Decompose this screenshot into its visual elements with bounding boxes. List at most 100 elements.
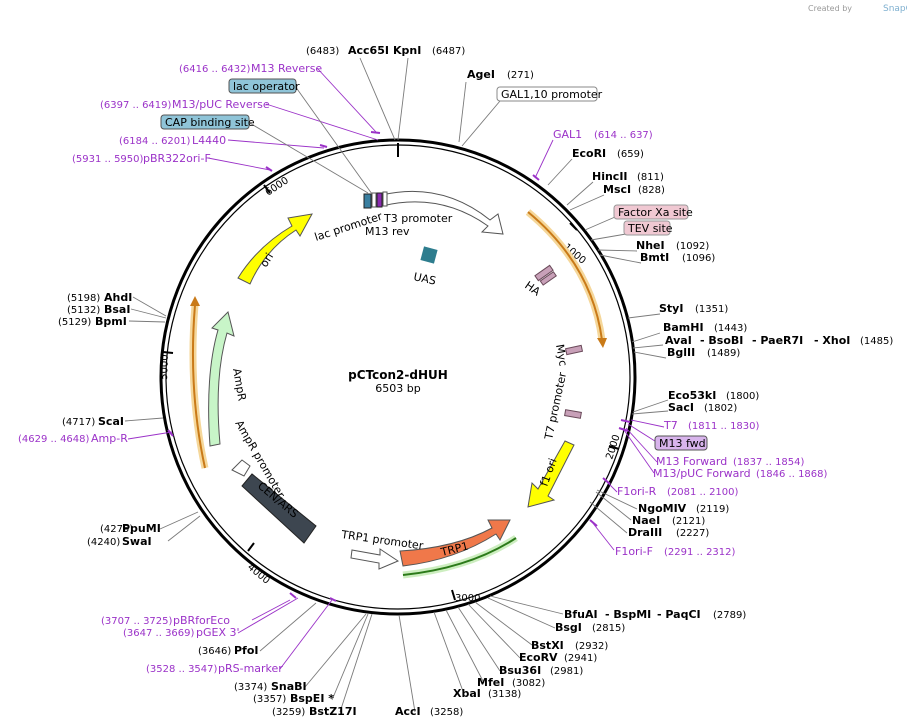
leader-saci [631, 410, 669, 415]
ori-arrow[interactable] [237, 213, 313, 285]
leader-nhei [597, 249, 638, 252]
leader-m13-reverse [316, 67, 377, 133]
enz-styi: StyI [659, 302, 683, 315]
amp-orf-arrow[interactable] [191, 304, 206, 469]
pos-xbai: (3138) [488, 689, 521, 700]
gal1-feature-arrow[interactable] [527, 211, 603, 341]
lac-operator-tag-label: lac operator [233, 80, 300, 93]
leader-t7 [630, 419, 665, 428]
primer-pbrforeco-range: (3707 .. 3725) [101, 616, 173, 627]
primer-f1ori-r-name: F1ori-R [617, 485, 657, 498]
primer-mark-l4440 [319, 144, 328, 148]
enz-bspei: BspEI * [290, 692, 334, 705]
leader-draiii [589, 501, 628, 534]
gal-promoter-tag-label: GAL1,10 promoter [501, 88, 603, 101]
primer-amp-name: Amp-R [91, 432, 128, 445]
ha-tag[interactable] [534, 264, 554, 282]
pos-saci: (1802) [704, 403, 737, 414]
ha-tag-2[interactable] [539, 271, 557, 286]
factor-xa-tag-label: Factor Xa site [618, 206, 693, 219]
enz-naei: NaeI [632, 514, 660, 527]
enz-mfei: MfeI [477, 676, 504, 689]
cap-binding-tag[interactable] [160, 114, 250, 130]
uas-feature[interactable] [420, 246, 438, 264]
pos-acci: (3258) [430, 707, 463, 718]
leader-agei [458, 81, 467, 143]
enz-bsu36i: Bsu36I [499, 664, 541, 677]
primer-pgex-range: (3647 .. 3669) [123, 628, 195, 639]
gal1-arrowhead [597, 338, 607, 348]
pos-scai: (4717) [62, 417, 95, 428]
leader-pbrforeco [251, 599, 291, 621]
tick-label-4000: 4000 [245, 562, 272, 587]
pos-naei: (2121) [672, 516, 705, 527]
f1-ori-arrow[interactable] [527, 440, 575, 508]
cen-ars-feature[interactable] [241, 473, 317, 544]
tev-tag[interactable] [623, 220, 671, 236]
pos-bamhi: (1443) [714, 323, 747, 334]
primer-m13-forward-name: M13 Forward [656, 455, 727, 468]
ampr-arrow[interactable] [208, 311, 235, 447]
factor-xa-tag[interactable] [613, 204, 689, 220]
pos-styi: (1351) [695, 304, 728, 315]
enz-bglii: BglII [667, 346, 695, 359]
enz-bfuai: BfuAI [564, 608, 598, 621]
primer-l4440-range: (6184 .. 6201) [119, 136, 191, 147]
trp1-arrow[interactable] [399, 519, 511, 567]
primer-mark-m13fwd [618, 427, 629, 432]
leader-pfoi [259, 602, 317, 652]
leader-l4440 [227, 139, 325, 149]
pos-bsai: (5132) [67, 305, 100, 316]
primer-prs-range: (3528 .. 3547) [146, 664, 218, 675]
pos-bspei: (3357) [253, 694, 286, 705]
pos-bstz17i: (3259) [272, 707, 305, 718]
enz-ecori: EcoRI [572, 147, 606, 160]
label-ori: ori [258, 251, 277, 270]
m13-fwd-tag-label: M13 fwd [659, 437, 706, 450]
enz-swai: SwaI [122, 535, 152, 548]
primer-m13puc-forward-name: M13/pUC Forward [653, 467, 751, 480]
primer-pbr322-name: pBR322ori-F [143, 152, 211, 165]
leader-cap [247, 121, 369, 194]
m13-rev-feature[interactable] [376, 192, 383, 208]
leader-bmti [599, 254, 642, 264]
tick-1000 [569, 222, 578, 231]
leader-gal1 [534, 139, 554, 179]
leader-bsu36i [457, 606, 501, 672]
label-myc: Myc [553, 343, 570, 367]
tick-4000 [247, 542, 255, 552]
lac-operator-feature[interactable] [363, 193, 372, 209]
m13-fwd-tag[interactable] [654, 435, 708, 451]
trp1-orf-arrow[interactable] [402, 537, 517, 576]
leader-lines [124, 57, 669, 713]
enz-bpmi: BpmI [95, 315, 127, 328]
gal-promoter-arrow[interactable] [377, 191, 504, 235]
primer-mark-f1ori-f [589, 519, 598, 527]
primer-marks [167, 131, 631, 602]
lac-operator-tag[interactable] [228, 78, 297, 94]
myc-tag[interactable] [564, 344, 584, 356]
primer-m13-forward-range: (1837 .. 1854) [733, 457, 805, 468]
ampr-promoter-arrow[interactable] [231, 459, 251, 477]
pos-bstxi: (2932) [575, 641, 608, 652]
leader-xbai [433, 611, 465, 695]
leader-ecorv [467, 603, 521, 659]
primer-f1ori-f-name: F1ori-F [615, 545, 653, 558]
enz-xbai: XbaI [453, 687, 481, 700]
t7-promoter-arrow[interactable] [564, 409, 582, 419]
gal-promoter-tag[interactable] [496, 86, 598, 102]
t3-promoter-feature[interactable] [382, 191, 388, 207]
tick-6000 [263, 184, 271, 194]
lac-promoter-feature[interactable] [371, 192, 377, 208]
primer-f1ori-r-range: (2081 .. 2100) [667, 487, 739, 498]
trp1-promoter-arrow[interactable] [350, 548, 400, 570]
pos-bsu36i: (2981) [550, 666, 583, 677]
label-m13-rev: M13 rev [365, 225, 410, 238]
enz-ppumi: PpuMI [122, 522, 161, 535]
leader-tev [590, 233, 627, 241]
leader-bglii [633, 351, 667, 359]
leader-amp-r [127, 431, 173, 440]
pos-bsgi: (2815) [592, 623, 625, 634]
